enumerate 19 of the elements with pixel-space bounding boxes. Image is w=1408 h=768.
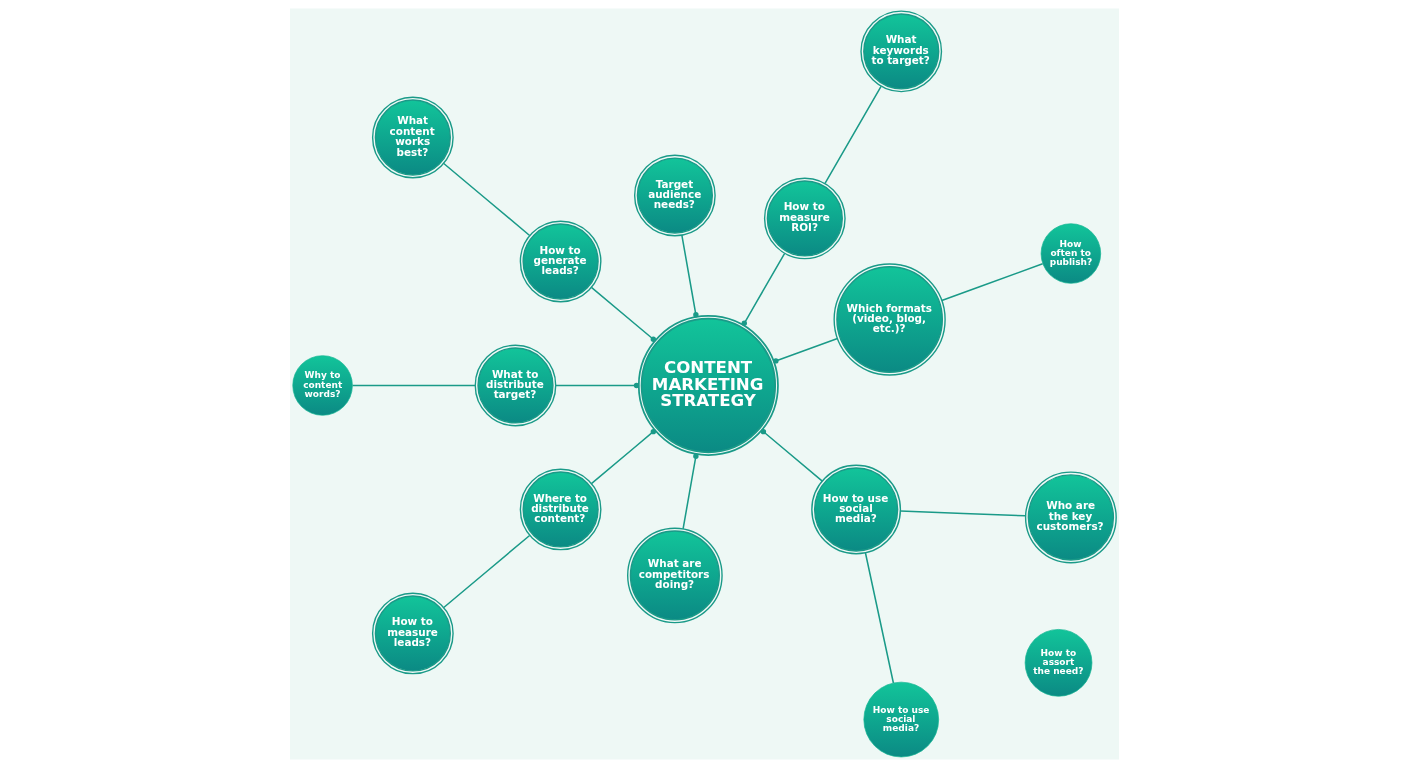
node-circle: How to use social media? (863, 681, 939, 758)
connector (590, 286, 656, 342)
connector (741, 252, 785, 326)
connector (351, 384, 476, 387)
connector (442, 162, 530, 237)
connector (772, 337, 838, 364)
connector (899, 510, 1026, 517)
connector (760, 428, 823, 482)
node-circle: How often to publish? (1040, 223, 1101, 284)
connector (442, 534, 530, 609)
node-circle: Why to content words? (291, 355, 353, 416)
connector (864, 552, 894, 684)
connector (554, 382, 639, 389)
connector (823, 85, 882, 185)
node-circle: How to assort the need? (1024, 629, 1092, 697)
connector (681, 453, 699, 530)
connector (940, 263, 1043, 302)
connector (680, 234, 699, 318)
connector (590, 428, 656, 485)
